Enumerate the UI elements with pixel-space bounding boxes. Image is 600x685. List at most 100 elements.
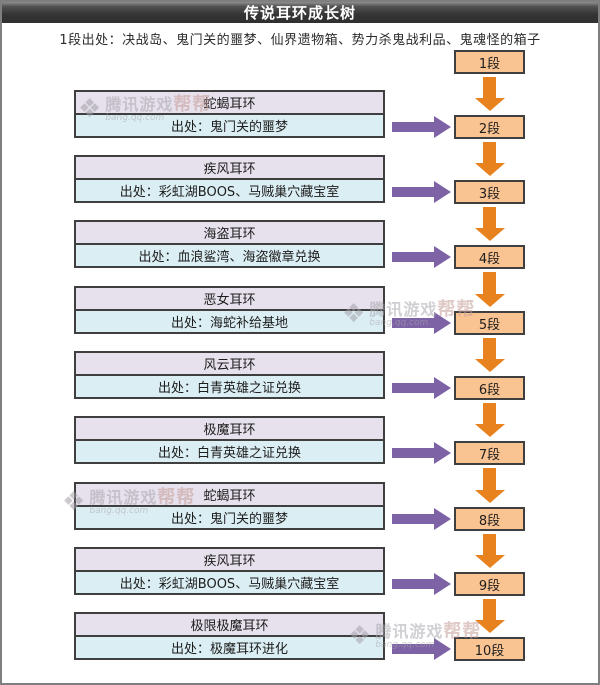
down-arrow-head [474, 359, 505, 372]
earring-box-1: 蛇蝎耳环出处：鬼门关的噩梦 [74, 90, 385, 138]
flow-arrow-shaft [392, 383, 434, 393]
earring-box-4: 恶女耳环出处：海蛇补给基地 [74, 286, 385, 334]
earring-name: 恶女耳环 [76, 288, 383, 311]
down-arrow-head [474, 163, 505, 176]
down-arrow-shaft [483, 534, 496, 555]
earring-name: 海盗耳环 [76, 222, 383, 245]
stage-label: 7段 [478, 447, 501, 463]
down-arrow-icon [474, 468, 505, 503]
page-title: 传说耳环成长树 [2, 2, 598, 23]
flow-arrow-icon [392, 508, 451, 530]
down-arrow-shaft [483, 77, 496, 98]
earring-source: 出处：白青英雄之证兑换 [76, 441, 383, 462]
flow-arrow-shaft [392, 252, 434, 262]
earring-name: 极魔耳环 [76, 418, 383, 441]
flow-arrow-icon [392, 442, 451, 464]
stage-box-10: 10段 [454, 637, 525, 661]
down-arrow-icon [474, 207, 505, 241]
earring-source: 出处：彩虹湖BOOS、马贼巢穴藏宝室 [76, 180, 383, 201]
down-arrow-shaft [483, 272, 496, 294]
down-arrow-shaft [483, 142, 496, 163]
stage-box-3: 3段 [454, 180, 525, 204]
flow-arrow-shaft [392, 122, 434, 132]
earring-box-9: 极限极魔耳环出处：极魔耳环进化 [74, 612, 385, 660]
down-arrow-head [474, 424, 505, 437]
flow-arrow-icon [392, 246, 451, 268]
earring-source: 出处：极魔耳环进化 [76, 637, 383, 658]
earring-source: 出处：白青英雄之证兑换 [76, 376, 383, 397]
flow-arrow-shaft [392, 318, 434, 328]
down-arrow-icon [474, 599, 505, 633]
stage-label: 8段 [478, 513, 501, 529]
down-arrow-head [474, 98, 505, 111]
earring-source: 出处：海蛇补给基地 [76, 311, 383, 332]
down-arrow-shaft [483, 403, 496, 424]
flow-arrow-icon [392, 573, 451, 595]
earring-name: 蛇蝎耳环 [76, 484, 383, 507]
flow-arrow-head [434, 377, 451, 399]
flow-arrow-head [434, 181, 451, 203]
down-arrow-head [474, 620, 505, 633]
down-arrow-icon [474, 338, 505, 372]
down-arrow-icon [474, 534, 505, 568]
down-arrow-head [474, 228, 505, 241]
earring-name: 蛇蝎耳环 [76, 92, 383, 115]
down-arrow-icon [474, 272, 505, 307]
down-arrow-icon [474, 142, 505, 176]
stage-label: 5段 [478, 317, 501, 333]
stage-box-6: 6段 [454, 376, 525, 400]
flow-arrow-icon [392, 116, 451, 138]
flow-arrow-icon [392, 377, 451, 399]
stage-box-4: 4段 [454, 245, 525, 269]
earring-source: 出处：血浪鲨湾、海盗徽章兑换 [76, 245, 383, 266]
earring-name: 风云耳环 [76, 353, 383, 376]
down-arrow-head [474, 294, 505, 307]
flow-arrow-icon [392, 181, 451, 203]
stage-box-7: 7段 [454, 441, 525, 465]
flow-arrow-head [434, 116, 451, 138]
stage-label: 6段 [478, 382, 501, 398]
flow-arrow-shaft [392, 448, 434, 458]
stage1-source-note: 1段出处：决战岛、鬼门关的噩梦、仙界遗物箱、势力杀鬼战利品、鬼魂怪的箱子 [59, 33, 541, 48]
down-arrow-icon [474, 403, 505, 437]
earring-source: 出处：彩虹湖BOOS、马贼巢穴藏宝室 [76, 572, 383, 593]
stage-box-5: 5段 [454, 311, 525, 335]
down-arrow-head [474, 490, 505, 503]
flow-arrow-shaft [392, 579, 434, 589]
earring-source: 出处：鬼门关的噩梦 [76, 507, 383, 528]
flow-arrow-icon [392, 312, 451, 334]
earring-name: 疾风耳环 [76, 549, 383, 572]
flow-arrow-shaft [392, 187, 434, 197]
down-arrow-shaft [483, 338, 496, 359]
stage-box-9: 9段 [454, 572, 525, 596]
stage-label: 10段 [474, 643, 505, 659]
down-arrow-head [474, 555, 505, 568]
earring-box-5: 风云耳环出处：白青英雄之证兑换 [74, 351, 385, 399]
stage-box-1: 1段 [454, 50, 525, 74]
stage-label: 1段 [478, 56, 501, 72]
stage-box-8: 8段 [454, 507, 525, 531]
flow-arrow-head [434, 312, 451, 334]
stage-label: 4段 [478, 251, 501, 267]
stage-box-2: 2段 [454, 115, 525, 139]
flow-arrow-head [434, 573, 451, 595]
stage-label: 3段 [478, 186, 501, 202]
earring-box-6: 极魔耳环出处：白青英雄之证兑换 [74, 416, 385, 464]
flow-arrow-shaft [392, 644, 434, 654]
flow-arrow-head [434, 638, 451, 660]
down-arrow-shaft [483, 468, 496, 490]
earring-name: 极限极魔耳环 [76, 614, 383, 637]
earring-source: 出处：鬼门关的噩梦 [76, 115, 383, 136]
stage-label: 9段 [478, 578, 501, 594]
flow-arrow-icon [392, 638, 451, 660]
flow-arrow-shaft [392, 514, 434, 524]
down-arrow-shaft [483, 207, 496, 228]
earring-box-2: 疾风耳环出处：彩虹湖BOOS、马贼巢穴藏宝室 [74, 155, 385, 203]
earring-box-3: 海盗耳环出处：血浪鲨湾、海盗徽章兑换 [74, 220, 385, 268]
flow-arrow-head [434, 246, 451, 268]
stage-label: 2段 [478, 121, 501, 137]
down-arrow-icon [474, 77, 505, 111]
earring-box-8: 疾风耳环出处：彩虹湖BOOS、马贼巢穴藏宝室 [74, 547, 385, 595]
down-arrow-shaft [483, 599, 496, 620]
